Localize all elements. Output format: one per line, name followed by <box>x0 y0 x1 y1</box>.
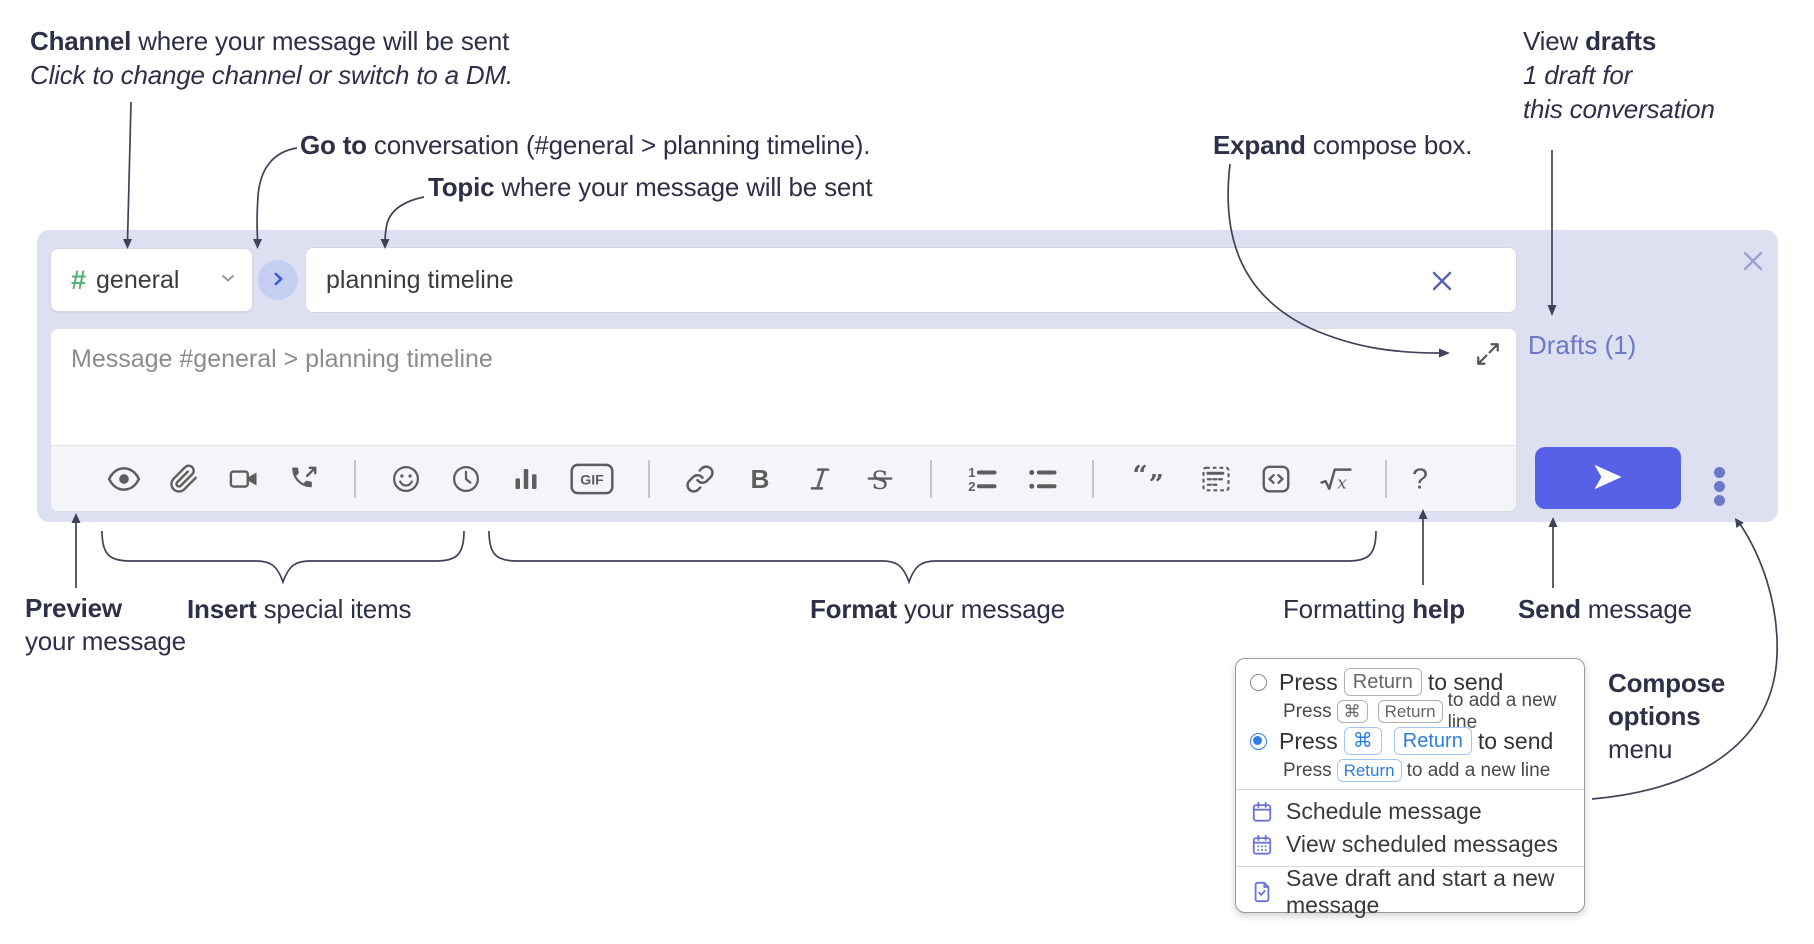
draft-save-icon <box>1251 881 1273 903</box>
channel-selector[interactable]: # general <box>50 248 253 312</box>
svg-text:?: ? <box>1412 464 1428 494</box>
shortcut-text: to add a new line <box>1406 759 1551 781</box>
calendar-icon <box>1251 801 1273 823</box>
menu-item-label: Save draft and start a new message <box>1286 865 1555 918</box>
send-annotation: Send message <box>1518 594 1692 624</box>
menu-item-save-draft-and-start-a-new-message[interactable]: Save draft and start a new message <box>1236 865 1584 918</box>
return-key: Return <box>1336 759 1402 782</box>
drafts-link[interactable]: Drafts (1) <box>1528 330 1637 360</box>
radio-unselected-icon[interactable] <box>1250 673 1267 691</box>
topic-annotation: Topic where your message will be sent <box>428 172 873 202</box>
calendar-grid-icon <box>1251 834 1273 856</box>
channel-annotation: Channel where your message will be sent … <box>30 26 513 90</box>
svg-text:x: x <box>1337 472 1347 492</box>
menu-divider <box>1236 866 1584 867</box>
toolbar-divider <box>930 459 932 498</box>
drafts-annotation: View drafts 1 draft for this conversatio… <box>1523 26 1715 124</box>
return-key: Return <box>1377 700 1443 723</box>
math-icon[interactable]: x <box>1319 462 1353 496</box>
attach-icon[interactable] <box>167 462 201 496</box>
message-box: GIF B S 12 “” x? <box>50 328 1517 512</box>
radio-selected-icon[interactable] <box>1250 732 1267 750</box>
gif-icon[interactable]: GIF <box>569 462 615 496</box>
quote-icon[interactable]: “” <box>1127 462 1173 496</box>
toolbar-divider <box>648 459 650 498</box>
toolbar-divider <box>1092 459 1094 498</box>
return-key: Return <box>1393 727 1472 755</box>
shortcut-text: Press <box>1283 759 1332 781</box>
vertical-ellipsis-icon <box>1713 466 1725 506</box>
go-to-conversation-button[interactable] <box>258 260 298 300</box>
bulleted-list-icon[interactable] <box>1025 462 1059 496</box>
italic-icon[interactable] <box>803 462 837 496</box>
expand-annotation: Expand compose box. <box>1213 130 1473 160</box>
svg-text:1: 1 <box>968 465 975 480</box>
shortcut-text: Press <box>1279 727 1338 754</box>
preview-icon[interactable] <box>107 462 141 496</box>
menu-item-schedule-message[interactable]: Schedule message <box>1236 795 1584 828</box>
shortcut-text: Press <box>1283 700 1332 722</box>
link-icon[interactable] <box>683 462 717 496</box>
code-icon[interactable] <box>1259 462 1293 496</box>
send-plane-icon <box>1590 462 1626 495</box>
emoji-icon[interactable] <box>389 462 423 496</box>
spoiler-icon[interactable] <box>1199 462 1233 496</box>
svg-text:2: 2 <box>968 478 975 493</box>
clear-topic-icon[interactable] <box>1427 266 1457 296</box>
expand-compose-icon[interactable] <box>1474 341 1502 369</box>
insert-annotation: Insert special items <box>187 594 412 624</box>
time-icon[interactable] <box>449 462 483 496</box>
preview-annotation: Preview your message <box>25 593 186 656</box>
voice-call-icon[interactable] <box>287 462 321 496</box>
compose-options-annotation: Compose options menu <box>1608 668 1726 764</box>
video-call-icon[interactable] <box>227 462 261 496</box>
channel-annotation-bold: Channel <box>30 26 132 56</box>
channel-name: general <box>96 265 180 294</box>
svg-text:B: B <box>751 464 770 494</box>
chevron-right-icon <box>267 268 289 293</box>
strikethrough-icon[interactable]: S <box>863 462 897 496</box>
cmd-key: ⌘ <box>1336 700 1368 723</box>
message-input[interactable] <box>51 329 1516 445</box>
compose-options-menu-button[interactable] <box>1707 463 1731 509</box>
svg-text:“: “ <box>1133 464 1148 491</box>
toolbar-divider <box>354 459 356 498</box>
help-icon[interactable]: ? <box>1403 462 1437 496</box>
menu-item-label: Schedule message <box>1286 798 1482 824</box>
poll-icon[interactable] <box>509 462 543 496</box>
toolbar-divider <box>1385 460 1387 498</box>
topic-input[interactable] <box>305 247 1517 313</box>
channel-hash-icon: # <box>71 264 87 295</box>
menu-item-view-scheduled-messages[interactable]: View scheduled messages <box>1236 828 1584 861</box>
format-annotation: Format your message <box>810 594 1065 624</box>
chevron-down-icon <box>218 268 238 293</box>
menu-item-label: View scheduled messages <box>1286 831 1558 857</box>
shortcut-text: to send <box>1477 727 1554 754</box>
send-button[interactable] <box>1535 447 1681 509</box>
return-key: Return <box>1343 668 1422 696</box>
shortcut-text: to send <box>1427 668 1504 695</box>
bold-icon[interactable]: B <box>743 462 777 496</box>
svg-text:GIF: GIF <box>580 471 604 487</box>
channel-annotation-sub: Click to change channel or switch to a D… <box>30 60 513 90</box>
formatting-help-annotation: Formatting help <box>1283 594 1465 624</box>
cmd-key: ⌘ <box>1343 727 1382 755</box>
close-compose-icon[interactable] <box>1737 245 1769 277</box>
shortcut-text: Press <box>1279 668 1338 695</box>
goto-annotation: Go to conversation (#general > planning … <box>300 130 871 160</box>
menu-divider <box>1236 789 1584 790</box>
svg-text:S: S <box>871 466 888 494</box>
compose-box: # general GIF B S 12 “” x? Drafts (1) <box>37 230 1778 522</box>
svg-text:”: ” <box>1149 468 1164 493</box>
